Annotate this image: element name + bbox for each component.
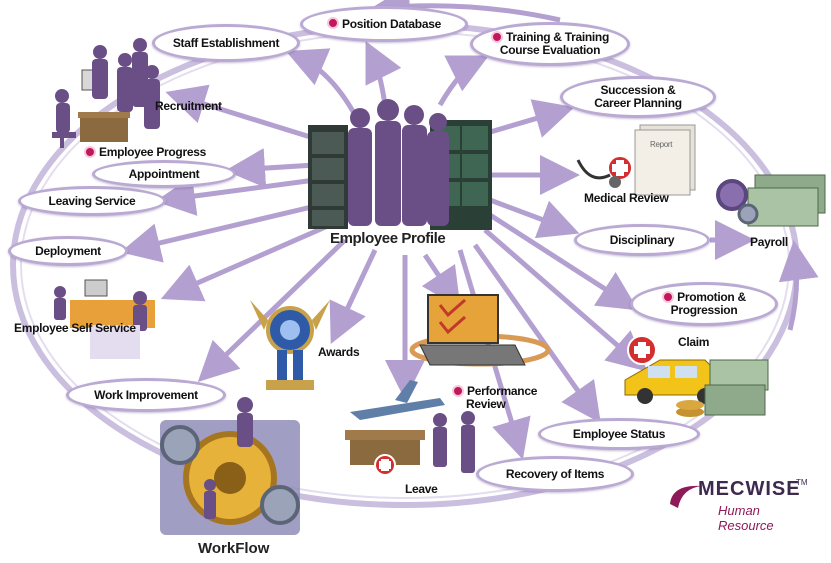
promotion-node[interactable]: Promotion &Progression bbox=[630, 282, 778, 326]
mecwise-logo: MECWISE TM Human Resource bbox=[668, 478, 818, 533]
highlight-marker-icon bbox=[491, 30, 503, 43]
appointment-node[interactable]: Appointment bbox=[92, 160, 236, 188]
leave-label[interactable]: Leave bbox=[405, 482, 438, 496]
arrow-deployment bbox=[120, 202, 321, 263]
logo-subtitle: Human Resource bbox=[718, 503, 774, 533]
arrow-recruitment bbox=[165, 84, 321, 143]
claim-illustration bbox=[624, 335, 769, 417]
arrow-employee-status bbox=[472, 243, 601, 424]
employee-profile-illustration bbox=[308, 99, 492, 230]
arrow-leaving-service bbox=[155, 176, 316, 216]
self-service-label[interactable]: Employee Self Service bbox=[14, 321, 136, 335]
arrow-ring-payroll bbox=[778, 240, 819, 331]
arrow-training bbox=[437, 55, 489, 107]
succession-node[interactable]: Succession &Career Planning bbox=[560, 76, 716, 118]
payroll-label[interactable]: Payroll bbox=[750, 235, 788, 249]
arrow-staff-establishment bbox=[285, 48, 358, 117]
arrow-work-improvement bbox=[197, 238, 347, 382]
arrow-promotion bbox=[488, 212, 639, 311]
recruitment-label[interactable]: Recruitment bbox=[155, 99, 222, 113]
employee-profile-label[interactable]: Employee Profile bbox=[330, 230, 446, 247]
deployment-node[interactable]: Deployment bbox=[8, 236, 128, 266]
report-label: Report bbox=[650, 140, 673, 149]
medical-illustration bbox=[576, 124, 696, 196]
disciplinary-node[interactable]: Disciplinary bbox=[574, 224, 710, 256]
employee-progress-label[interactable]: Employee Progress bbox=[84, 146, 206, 159]
highlight-marker-icon bbox=[452, 384, 464, 397]
workflow-label[interactable]: WorkFlow bbox=[198, 540, 270, 557]
awards-illustration bbox=[250, 300, 330, 390]
performance-review-label[interactable]: Performance Review bbox=[452, 385, 537, 411]
arrow-claim bbox=[483, 228, 648, 372]
payroll-illustration bbox=[716, 174, 826, 227]
arrow-succession bbox=[479, 99, 575, 138]
leave-illustration bbox=[345, 380, 475, 476]
arrow-appointment bbox=[225, 148, 316, 189]
employee-status-node[interactable]: Employee Status bbox=[538, 418, 700, 450]
awards-label[interactable]: Awards bbox=[318, 345, 360, 359]
arrow-self-service bbox=[160, 222, 332, 302]
arrow-awards bbox=[329, 248, 378, 345]
claim-label[interactable]: Claim bbox=[678, 335, 710, 349]
arrow-disciplinary bbox=[489, 197, 580, 239]
medical-review-label[interactable]: Medical Review bbox=[584, 191, 669, 205]
logo-brand: MECWISE bbox=[698, 478, 801, 500]
workflow-illustration bbox=[160, 397, 300, 535]
self-service-illustration bbox=[54, 279, 155, 359]
leaving-service-node[interactable]: Leaving Service bbox=[18, 186, 166, 216]
highlight-marker-icon bbox=[662, 290, 675, 303]
position-database-node[interactable]: Position Database bbox=[300, 6, 468, 42]
arrow-position-database bbox=[365, 41, 402, 106]
highlight-marker-icon bbox=[327, 17, 340, 29]
logo-trademark: TM bbox=[796, 478, 808, 487]
recovery-of-items-node[interactable]: Recovery of Items bbox=[476, 456, 634, 492]
arrows bbox=[120, 41, 755, 460]
staff-establishment-node[interactable]: Staff Establishment bbox=[152, 24, 300, 62]
logo-swoosh-icon bbox=[670, 485, 702, 508]
work-improvement-node[interactable]: Work Improvement bbox=[66, 378, 226, 412]
performance-illustration bbox=[409, 294, 551, 367]
arrow-performance bbox=[421, 253, 461, 309]
recruitment-illustration bbox=[52, 38, 160, 148]
highlight-marker-icon bbox=[84, 145, 96, 158]
